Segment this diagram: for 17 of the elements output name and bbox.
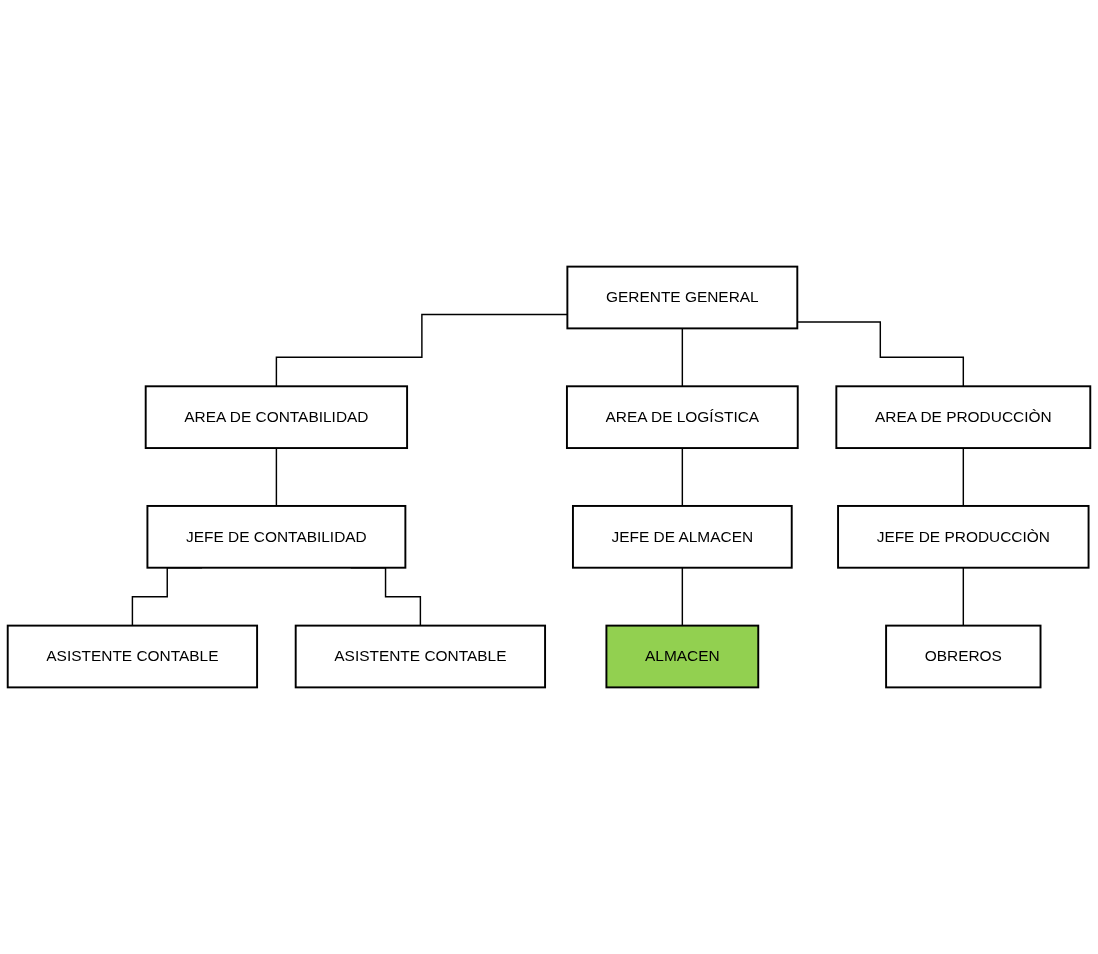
connector [681,447,684,507]
node-box: AREA DE LOGÍSTICA [565,385,799,449]
node-box: ASISTENTE CONTABLE [294,624,547,689]
node-box: ALMACEN [605,624,760,689]
node-box: JEFE DE ALMACEN [572,505,793,569]
connector [275,447,278,507]
connector [962,447,965,507]
node-box: JEFE DE PRODUCCIÒN [837,505,1090,569]
node-box: AREA DE CONTABILIDAD [144,385,409,449]
connector [681,567,684,627]
node-box: JEFE DE CONTABILIDAD [146,505,407,569]
node-box: ASISTENTE CONTABLE [6,624,259,689]
node-box: GERENTE GENERAL [566,265,799,330]
connector [962,567,965,627]
connector [681,327,684,387]
node-box: AREA DE PRODUCCIÒN [835,385,1092,449]
node-box: OBREROS [885,624,1042,689]
